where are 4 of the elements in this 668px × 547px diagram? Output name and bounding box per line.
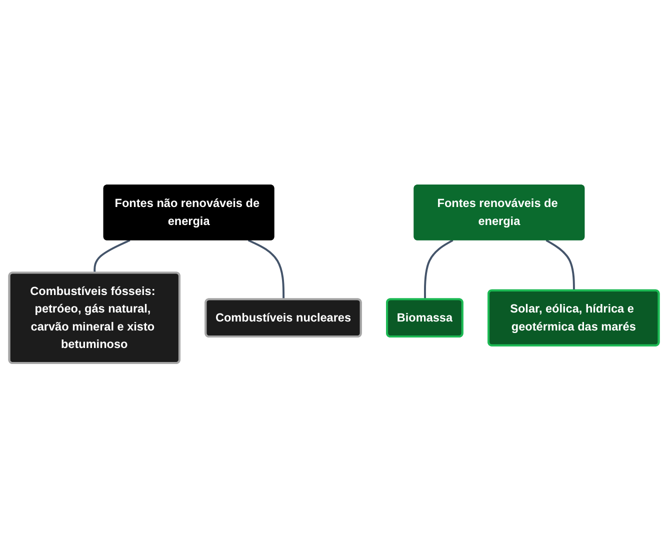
connector xyxy=(546,238,575,290)
connector xyxy=(94,238,130,273)
connector xyxy=(248,238,285,300)
connector xyxy=(424,238,454,300)
